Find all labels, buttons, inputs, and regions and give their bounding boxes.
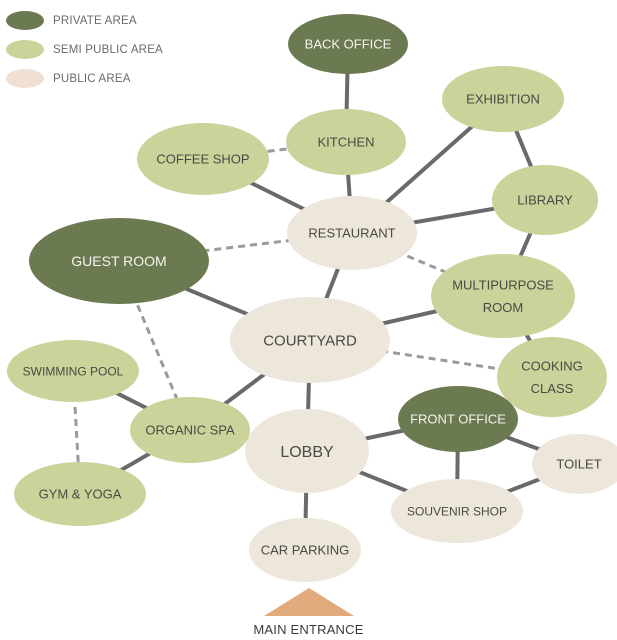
legend-label-private: PRIVATE AREA xyxy=(53,14,137,27)
node-souvenir-shop-label: SOUVENIR SHOP xyxy=(407,504,507,518)
node-guest-room: GUEST ROOM xyxy=(29,218,209,304)
node-gym-yoga-bubble xyxy=(14,462,146,526)
node-courtyard: COURTYARD xyxy=(230,297,390,383)
node-back-office: BACK OFFICE xyxy=(288,14,408,74)
node-swimming-pool-bubble xyxy=(7,340,139,402)
nodes-layer: BACK OFFICE KITCHEN EXHIBITION COFFEE SHOP L… xyxy=(7,14,617,582)
node-lobby: LOBBY xyxy=(245,409,369,493)
main-entrance-label: MAIN ENTRANCE xyxy=(253,622,364,637)
node-car-parking: CAR PARKING xyxy=(249,518,361,582)
node-organic-spa: ORGANIC SPA xyxy=(130,397,250,463)
legend-label-semi-public: SEMI PUBLIC AREA xyxy=(53,43,163,56)
node-restaurant-bubble xyxy=(287,196,417,270)
legend-item-private: PRIVATE AREA xyxy=(6,6,163,35)
node-car-parking-label: CAR PARKING xyxy=(261,543,350,558)
legend-item-semi-public: SEMI PUBLIC AREA xyxy=(6,35,163,64)
node-back-office-label: BACK OFFICE xyxy=(305,37,392,52)
node-courtyard-bubble xyxy=(230,297,390,383)
node-coffee-shop: COFFEE SHOP xyxy=(137,123,269,195)
node-courtyard-label: COURTYARD xyxy=(263,332,357,349)
node-souvenir-shop: SOUVENIR SHOP xyxy=(391,479,523,543)
node-kitchen: KITCHEN xyxy=(286,109,406,175)
node-multipurpose-room-bubble xyxy=(431,254,575,338)
node-lobby-bubble xyxy=(245,409,369,493)
node-coffee-shop-label: COFFEE SHOP xyxy=(156,152,249,167)
node-library: LIBRARY xyxy=(492,165,598,235)
node-toilet-label: TOILET xyxy=(556,457,601,472)
legend-label-public: PUBLIC AREA xyxy=(53,72,131,85)
node-coffee-shop-bubble xyxy=(137,123,269,195)
node-front-office-label: FRONT OFFICE xyxy=(410,412,506,427)
legend-item-public: PUBLIC AREA xyxy=(6,64,163,93)
node-toilet-bubble xyxy=(532,434,617,494)
node-back-office-bubble xyxy=(288,14,408,74)
node-car-parking-bubble xyxy=(249,518,361,582)
legend: PRIVATE AREA SEMI PUBLIC AREA PUBLIC ARE… xyxy=(6,6,163,93)
legend-swatch-public xyxy=(6,69,44,88)
legend-swatch-private xyxy=(6,11,44,30)
node-cooking-class-bubble xyxy=(497,337,607,417)
node-gym-yoga: GYM & YOGA xyxy=(14,462,146,526)
node-exhibition-bubble xyxy=(442,66,564,132)
node-swimming-pool: SWIMMING POOL xyxy=(7,340,139,402)
node-guest-room-label: GUEST ROOM xyxy=(71,253,166,269)
node-exhibition-label: EXHIBITION xyxy=(466,92,540,107)
node-restaurant-label: RESTAURANT xyxy=(308,226,395,241)
node-front-office: FRONT OFFICE xyxy=(398,386,518,452)
node-library-label: LIBRARY xyxy=(517,193,573,208)
node-guest-room-bubble xyxy=(29,218,209,304)
node-souvenir-shop-bubble xyxy=(391,479,523,543)
node-kitchen-bubble xyxy=(286,109,406,175)
node-organic-spa-bubble xyxy=(130,397,250,463)
node-front-office-bubble xyxy=(398,386,518,452)
node-toilet: TOILET xyxy=(532,434,617,494)
node-library-bubble xyxy=(492,165,598,235)
legend-swatch-semi-public xyxy=(6,40,44,59)
main-entrance-arrow xyxy=(264,588,354,616)
node-organic-spa-label: ORGANIC SPA xyxy=(145,423,235,438)
node-exhibition: EXHIBITION xyxy=(442,66,564,132)
node-restaurant: RESTAURANT xyxy=(287,196,417,270)
node-gym-yoga-label: GYM & YOGA xyxy=(39,487,122,502)
node-swimming-pool-label: SWIMMING POOL xyxy=(23,364,124,378)
node-kitchen-label: KITCHEN xyxy=(317,135,374,150)
node-lobby-label: LOBBY xyxy=(280,444,334,461)
